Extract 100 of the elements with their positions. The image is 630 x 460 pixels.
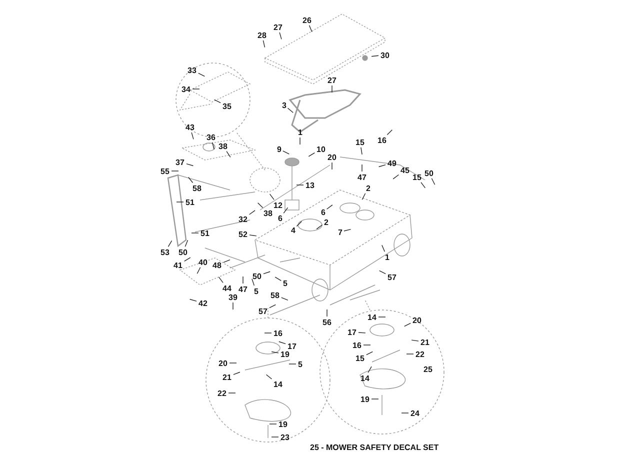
callout-number: 17 [346,328,358,336]
callout-number: 22 [216,388,228,398]
callout-number: 9 [276,144,282,154]
callout-number: 10 [316,144,326,154]
leader-line [264,332,272,334]
leader-line [378,316,386,318]
callout-number: 16 [352,340,362,350]
callout-number: 26 [302,16,312,24]
leader-line [171,170,179,172]
leader-line [198,72,205,77]
callout-number: 57 [258,306,268,316]
leader-line [189,298,197,302]
callout-number: 1 [297,128,304,136]
callout-number: 14 [360,374,370,382]
leader-line [360,147,362,155]
leader-line [184,240,188,247]
callout-number: 27 [272,22,284,32]
leader-line [326,204,333,210]
leader-line [269,304,276,308]
callout-number: 19 [278,420,288,428]
leader-line [212,142,214,150]
leader-line [274,276,282,282]
leader-line [249,234,257,236]
leader-line [326,309,328,317]
callout-number: 51 [200,228,210,238]
callout-number: 44 [222,284,232,292]
callout-number: 33 [186,66,198,74]
callout-number: 21 [420,338,430,346]
callout-number: 32 [238,214,248,224]
leader-line [279,32,282,40]
callout-number: 58 [192,184,202,192]
callout-number: 34 [180,84,192,94]
callout-number: 6 [277,214,284,222]
callout-number: 6 [320,208,326,216]
leader-line [362,193,366,200]
leader-line [191,132,194,140]
leader-line [431,178,436,185]
callout-number: 28 [256,30,268,40]
callout-number: 16 [272,328,284,338]
leader-line [382,244,386,252]
callout-number: 38 [218,142,228,150]
callout-number: 39 [228,292,238,302]
callout-number: 50 [252,272,262,280]
leader-line [196,267,201,274]
callout-number: 30 [380,50,390,60]
callout-number: 15 [412,172,422,182]
callout-number: 20 [412,316,422,324]
leader-line [296,221,302,227]
leader-line [358,332,366,334]
callout-number: 19 [280,350,290,358]
callout-number: 2 [323,218,330,226]
leader-line [366,351,373,356]
callout-number: 38 [262,208,274,218]
callout-number: 14 [272,380,284,388]
callout-number: 53 [160,248,170,256]
callout-number: 7 [337,228,344,236]
callout-number: 14 [366,312,378,322]
leader-line [233,372,240,375]
callout-number: 5 [253,286,260,296]
leader-line [283,207,288,214]
leader-line [229,362,237,364]
callout-number: 24 [410,408,420,418]
leader-line [344,228,352,232]
leader-line [271,351,279,354]
leader-line [258,202,264,208]
leader-line [242,276,244,284]
leader-line [263,271,270,274]
leader-line [266,374,272,380]
leader-line [218,276,224,284]
callout-number: 2 [365,184,372,192]
leader-line [214,99,221,104]
leader-line [168,240,172,247]
leader-line [368,366,372,373]
callout-number: 1 [384,252,390,262]
callout-number: 21 [222,372,232,382]
callout-number: 13 [304,180,316,190]
callout-number: 47 [356,172,368,182]
leader-line [184,257,191,262]
leader-line [262,40,266,48]
callout-number: 22 [414,350,426,358]
leader-line [188,176,194,184]
leader-line [378,164,386,168]
callout-number: 3 [281,100,288,110]
callout-number: 20 [218,358,228,368]
leader-line [363,344,371,346]
leader-line [281,297,288,301]
callout-number: 52 [238,230,248,238]
callout-number: 49 [386,158,398,168]
leader-line [420,182,426,188]
callout-number: 48 [212,260,222,270]
callout-number: 35 [222,102,232,110]
callout-number: 20 [326,152,338,162]
callout-number: 15 [354,354,366,362]
callout-number: 15 [354,138,366,146]
leader-line [379,270,386,274]
callout-number: 25 [424,365,432,374]
leader-line [271,436,279,438]
callout-number: 41 [172,260,184,270]
leader-line [371,55,379,57]
callout-number: 12 [272,200,284,210]
